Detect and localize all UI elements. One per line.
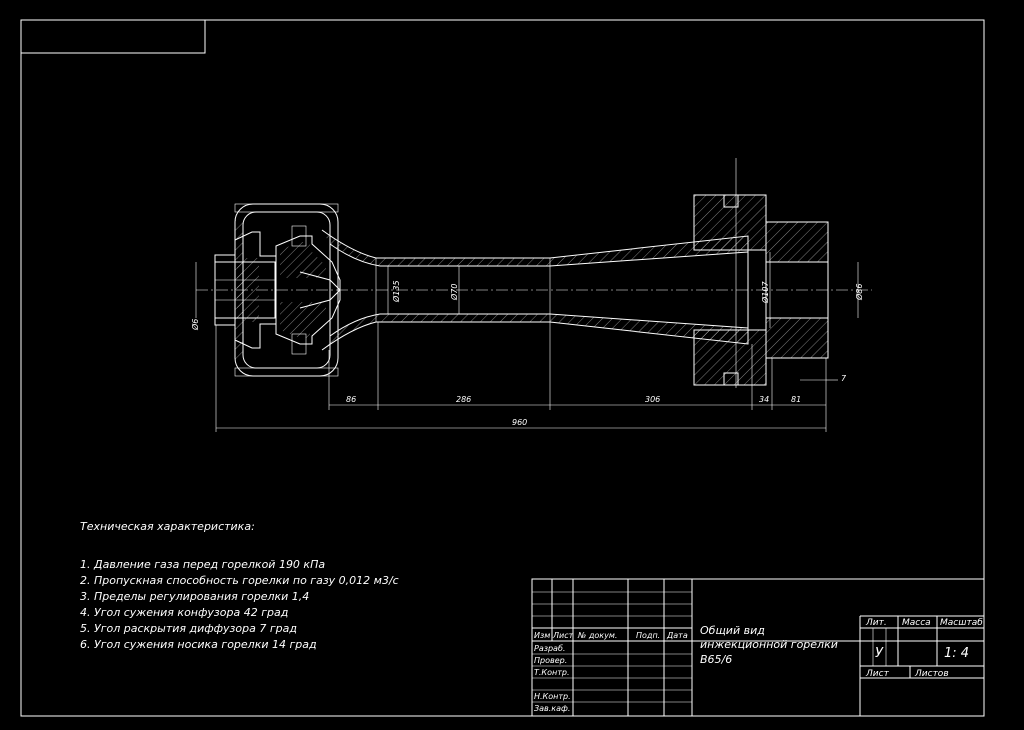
dim-d-throat-outer: Ø135 xyxy=(391,280,401,303)
dim-d-left: Ø6 xyxy=(190,319,200,331)
drawing-title-line-1: Общий вид xyxy=(700,624,765,637)
row-zavkaf: Зав.каф. xyxy=(534,704,570,713)
col-date: Дата xyxy=(666,631,688,640)
lit-label: Лит. xyxy=(865,618,887,628)
col-list: Лист xyxy=(552,631,574,640)
dim-d-outlet-inner: Ø107 xyxy=(760,281,770,304)
spec-item-1: 1. Давление газа перед горелкой 190 кПа xyxy=(80,558,325,571)
dim-len-81: 81 xyxy=(791,395,801,404)
row-nkontr: Н.Контр. xyxy=(534,692,571,701)
dim-len-total: 960 xyxy=(512,418,527,427)
col-sign: Подп. xyxy=(636,631,660,640)
title-block: Изм Лист № докум. Подп. Дата Разраб. Про… xyxy=(531,578,985,717)
dim-len-86: 86 xyxy=(346,395,356,404)
scale-value: 1: 4 xyxy=(944,646,969,661)
spec-item-2: 2. Пропускная способность горелки по газ… xyxy=(80,574,399,587)
technical-specs: Техническая характеристика: 1. Давление … xyxy=(80,520,399,651)
dim-d-throat: Ø70 xyxy=(449,284,459,301)
drawing-title-line-3: В65/6 xyxy=(700,653,732,666)
mass-label: Масса xyxy=(902,618,931,628)
spec-item-6: 6. Угол сужения носика горелки 14 град xyxy=(80,638,317,651)
sheet-label: Лист xyxy=(865,669,890,679)
dim-len-286: 286 xyxy=(456,395,471,404)
row-tkontr: Т.Контр. xyxy=(534,668,570,677)
length-dimensions: 86 286 306 34 81 7 960 xyxy=(215,322,847,432)
outlet-flange xyxy=(693,194,829,386)
drawing-title-line-2: инжекционной горелки xyxy=(700,638,838,651)
mixer-tube xyxy=(321,229,749,351)
nozzle-housing xyxy=(214,203,341,377)
dim-len-306: 306 xyxy=(645,395,660,404)
spec-heading: Техническая характеристика: xyxy=(80,520,255,533)
row-prov: Провер. xyxy=(534,656,567,665)
dim-d-outlet: Ø86 xyxy=(854,284,864,301)
spec-item-4: 4. Угол сужения конфузора 42 град xyxy=(80,606,288,619)
dim-len-7: 7 xyxy=(841,374,847,383)
dim-len-34: 34 xyxy=(759,395,769,404)
lit-value: У xyxy=(875,646,884,661)
sheets-label: Листов xyxy=(914,669,949,679)
spec-item-5: 5. Угол раскрытия диффузора 7 град xyxy=(80,622,297,635)
col-doc: № докум. xyxy=(577,631,617,640)
row-razrab: Разраб. xyxy=(534,644,565,653)
sheet-frame xyxy=(20,19,985,717)
col-izm: Изм xyxy=(534,631,550,640)
scale-label: Масштаб xyxy=(940,618,983,628)
corner-stamp-box xyxy=(20,19,206,54)
spec-item-3: 3. Пределы регулирования горелки 1,4 xyxy=(80,590,309,603)
burner-drawing: Ø6 Ø135 Ø70 Ø107 Ø86 86 286 306 34 81 7 … xyxy=(190,158,872,432)
